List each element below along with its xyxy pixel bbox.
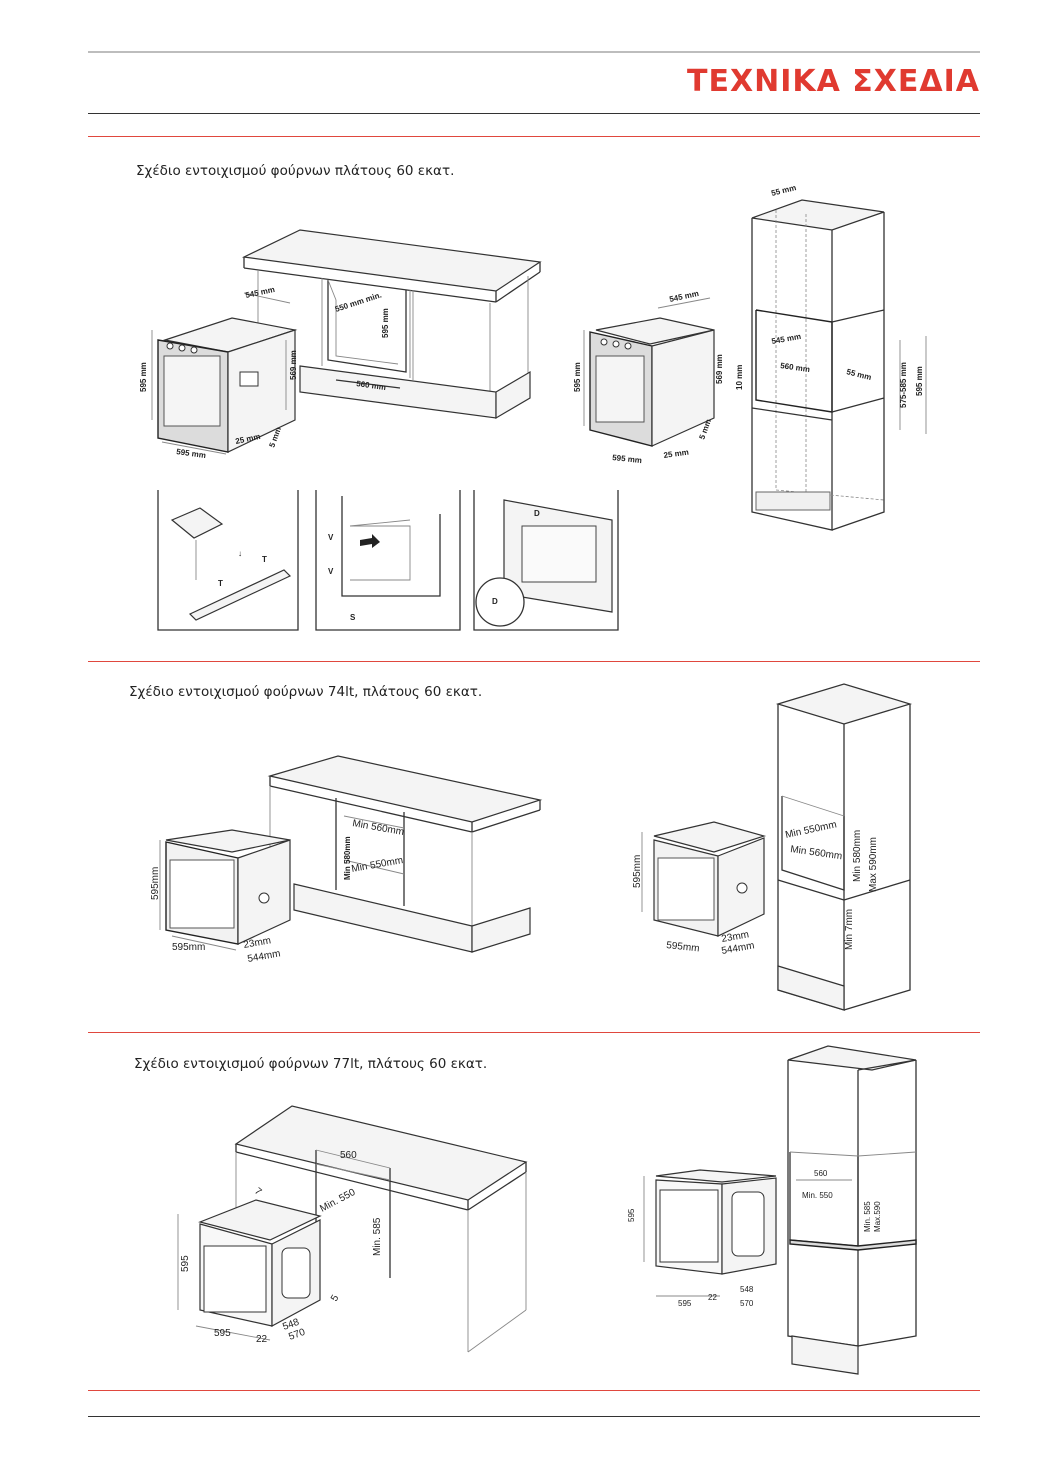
s2-col-max-height-label: Max 590mm [868,837,879,892]
bottom-dark-rule [88,1416,980,1417]
s1-oven-inner-height-label: 569 mm [289,350,298,380]
s1-col-top-label: 55 mm [770,183,797,198]
s1-niche-min-label: 550 mm min. [334,290,383,314]
bottom-red-rule [88,1390,980,1391]
s1-under-counter-drawing: 550 mm min. 595 mm 560 mm 545 mm 595 mm … [139,229,542,460]
s2-min-height-label: Min 580mm [343,836,352,880]
s1-col-oven-inner: 569 mm [715,354,724,384]
s1-col-oven-width: 595 mm [612,453,643,465]
s1-install-step-1: ↓ T T [157,490,299,631]
top-gray-rule [88,51,980,53]
s1-col-oven-height: 595 mm [573,362,582,392]
s1-col-front: 25 mm [663,448,689,460]
section-divider-1 [88,136,980,137]
s3-front-label: 22 [256,1334,268,1345]
s3-col-depth2: 570 [740,1299,754,1308]
s2-col-min-height-label: Min 580mm [852,830,863,882]
s3-niche-width-label: 560 [340,1150,357,1161]
s3-col-depth1: 548 [740,1285,754,1294]
s3-col-oven-width: 595 [678,1299,692,1308]
s1-col-height-label: 575-585 mm [899,362,908,408]
s3-column-drawing: 595 595 22 548 570 560 Min. 550 Min. 585… [627,1045,917,1375]
s1-col-side-label: 55 mm [846,367,873,382]
section-2-caption: Σχέδιο εντοιχισμού φούρνων 74lt, πλάτους… [129,684,483,700]
section-1-caption: Σχέδιο εντοιχισμού φούρνων πλάτους 60 εκ… [136,163,455,179]
s3-col-min-label: Min. 585 [863,1201,872,1232]
s1-install-step-2: V V S [315,490,461,631]
section-divider-3 [88,1032,980,1033]
s1-niche-width-label: 560 mm [356,379,387,392]
title-underline [88,113,980,114]
s1-oven-width-label: 595 mm [176,447,207,460]
s2-col-front: 23mm [721,929,750,945]
s2-depth-label: 544mm [247,948,282,965]
s1-step-v2: V [328,567,334,576]
s1-column-drawing: 545 mm 595 mm 569 mm 595 mm 25 mm 5 mm 5… [573,183,927,531]
s3-col-max-label: Max.590 [873,1201,882,1232]
s1-step-v1: V [328,533,334,542]
s2-col-depth-label: Min 550mm [784,819,837,841]
section-3-caption: Σχέδιο εντοιχισμού φούρνων 77lt, πλάτους… [134,1056,488,1072]
s1-step-d: D [534,509,540,518]
s3-col-depth-label: Min. 550 [802,1191,833,1200]
s1-col-depth-label: 545 mm [771,332,802,346]
s2-column-drawing: 595mm 595mm 23mm 544mm Min 550mm Min 560… [632,683,913,1011]
s1-col-oven-depth: 545 mm [669,289,700,304]
s3-under-counter-drawing: 560 Min. 550 Min. 585 595 595 22 548 570… [177,1105,528,1353]
s1-install-step-3: D D [473,490,619,631]
s2-col-width-label: Min 560mm [790,844,843,862]
s1-col-width-label: 560 mm [780,361,811,374]
s2-col-oven-width: 595mm [666,940,700,954]
svg-text:T: T [218,579,223,588]
s1-oven-height-label: 595 mm [139,362,148,392]
section-divider-2 [88,661,980,662]
s3-col-oven-height: 595 [627,1208,636,1222]
s3-top-label: 7 [252,1186,264,1198]
s1-oven-depth-label: 545 mm [245,285,276,300]
s1-col-total-label: 595 mm [915,366,924,396]
svg-text:↓: ↓ [238,549,242,558]
s2-oven-height-label: 595mm [150,867,161,900]
s1-step-s: S [350,613,356,622]
s2-col-gap-label: Min 7mm [844,909,855,950]
s1-niche-height-label: 595 mm [381,308,390,338]
s2-min-width-label: Min 560mm [351,818,404,838]
s2-col-oven-height: 595mm [632,855,643,888]
s3-col-front: 22 [708,1293,717,1302]
s2-front-label: 23mm [243,935,272,951]
s3-niche-depth-label: Min. 550 [318,1187,357,1215]
s1-col-gap-label: 10 mm [735,365,744,390]
s3-oven-height-label: 595 [180,1255,191,1272]
s3-niche-height-label: Min. 585 [372,1217,383,1256]
svg-text:D: D [492,597,498,606]
page-title: ΤΕΧΝΙΚΑ ΣΧΕΔΙΑ [687,64,980,99]
s2-oven-width-label: 595mm [172,942,205,953]
s3-col-width-label: 560 [814,1169,828,1178]
svg-text:T: T [262,555,267,564]
s3-oven-width-label: 595 [214,1328,231,1339]
s3-gap-label: 5 [329,1293,342,1304]
s2-under-counter-drawing: Min 560mm Min 580mm Min 550mm 595mm 595m… [150,755,543,965]
